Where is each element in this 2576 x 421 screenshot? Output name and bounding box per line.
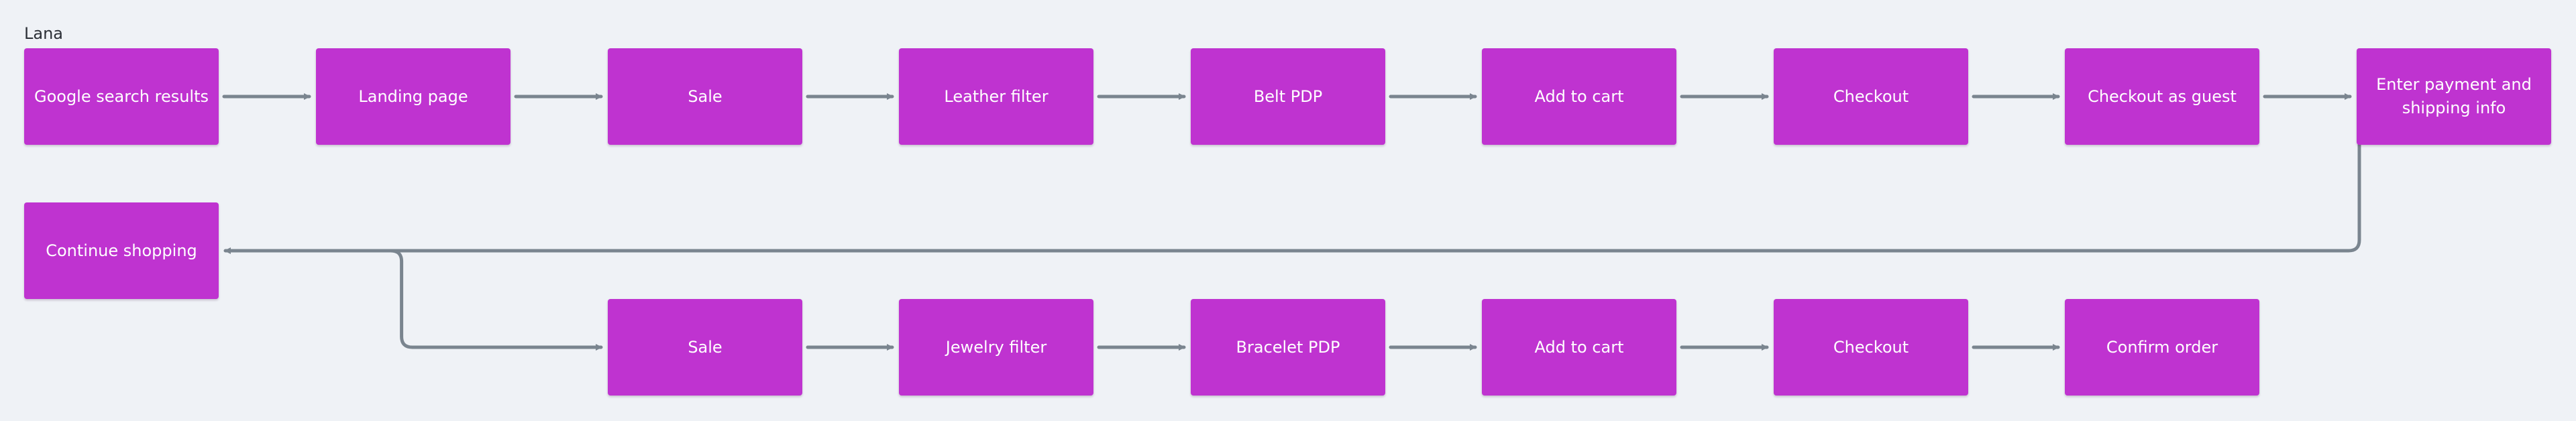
node-label: Landing page: [358, 86, 468, 106]
lane-label: Lana: [24, 24, 63, 43]
node-sale-2[interactable]: Sale: [608, 299, 802, 396]
node-checkout-1[interactable]: Checkout: [1774, 48, 1968, 145]
node-label: Jewelry filter: [945, 337, 1047, 357]
node-add-to-cart-1[interactable]: Add to cart: [1482, 48, 1676, 145]
node-sale-1[interactable]: Sale: [608, 48, 802, 145]
node-add-to-cart-2[interactable]: Add to cart: [1482, 299, 1676, 396]
node-label: Google search results: [34, 86, 209, 106]
node-label: Confirm order: [2106, 337, 2218, 357]
node-label: Add to cart: [1534, 86, 1624, 106]
node-checkout-as-guest[interactable]: Checkout as guest: [2065, 48, 2259, 145]
connector-arrow-enter-payment-shipping-to-continue-shopping: [223, 143, 2361, 254]
connector-arrow-continue-shopping-to-sale-2: [389, 249, 603, 351]
node-enter-payment-shipping[interactable]: Enter payment and shipping info: [2357, 48, 2551, 145]
node-label: Belt PDP: [1253, 86, 1323, 106]
node-bracelet-pdp[interactable]: Bracelet PDP: [1191, 299, 1385, 396]
node-label: Enter payment and shipping info: [2376, 75, 2532, 117]
node-jewelry-filter[interactable]: Jewelry filter: [899, 299, 1093, 396]
node-label: Leather filter: [944, 86, 1049, 106]
node-label: Bracelet PDP: [1236, 337, 1340, 357]
node-label: Checkout: [1833, 86, 1909, 106]
node-checkout-2[interactable]: Checkout: [1774, 299, 1968, 396]
node-continue-shopping[interactable]: Continue shopping: [24, 202, 219, 299]
node-label: Checkout as guest: [2088, 86, 2237, 106]
node-label: Checkout: [1833, 337, 1909, 357]
node-leather-filter[interactable]: Leather filter: [899, 48, 1093, 145]
node-google-search-results[interactable]: Google search results: [24, 48, 219, 145]
node-label: Add to cart: [1534, 337, 1624, 357]
node-confirm-order[interactable]: Confirm order: [2065, 299, 2259, 396]
node-label: Continue shopping: [46, 241, 197, 260]
node-label: Sale: [688, 86, 722, 106]
edge-group: [222, 93, 2361, 351]
node-label: Sale: [688, 337, 722, 357]
node-belt-pdp[interactable]: Belt PDP: [1191, 48, 1385, 145]
node-landing-page[interactable]: Landing page: [316, 48, 511, 145]
